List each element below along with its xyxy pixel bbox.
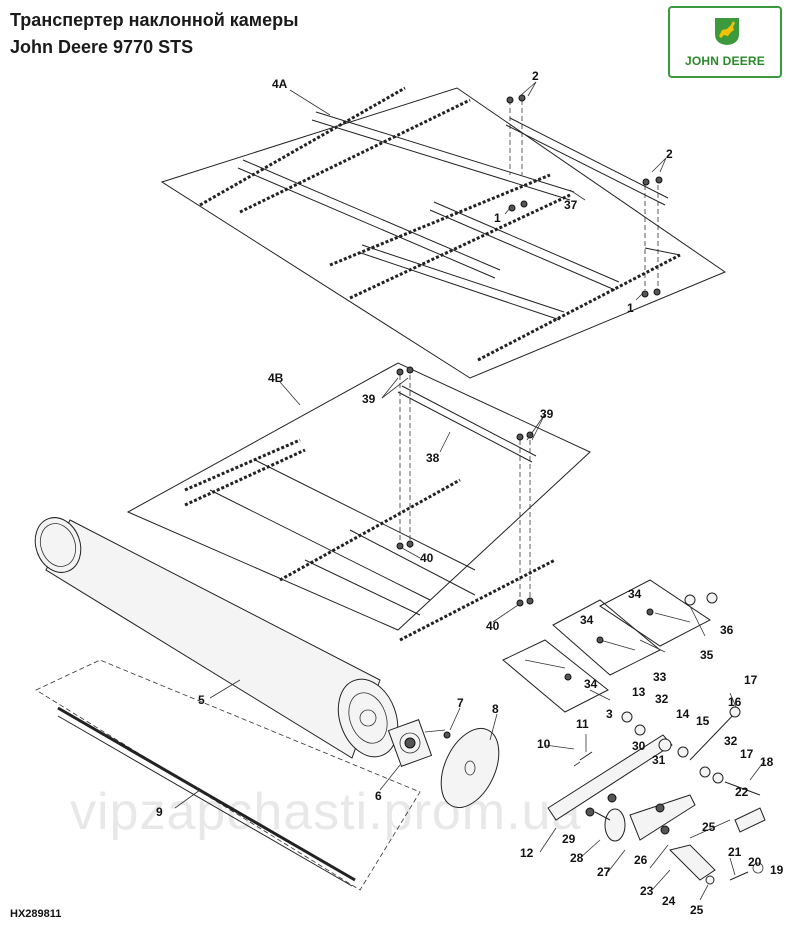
page-subtitle: John Deere 9770 STS <box>10 37 194 57</box>
callout-16: 16 <box>728 695 742 709</box>
callout-37: 37 <box>564 198 578 212</box>
callout-1: 1 <box>494 211 501 225</box>
callout-27: 27 <box>597 865 611 879</box>
callout-7: 7 <box>457 696 464 710</box>
callout-34: 34 <box>584 677 598 691</box>
deer-icon <box>715 18 739 45</box>
callout-26: 26 <box>634 853 648 867</box>
callout-29: 29 <box>562 832 576 846</box>
callout-19: 19 <box>770 863 784 877</box>
callout-18: 18 <box>760 755 774 769</box>
kit-boxes <box>502 579 718 713</box>
callout-4a: 4A <box>272 77 288 91</box>
leader-lines <box>174 81 766 901</box>
callout-28: 28 <box>570 851 584 865</box>
callout-40: 40 <box>420 551 434 565</box>
callout-10: 10 <box>537 737 551 751</box>
callout-13: 13 <box>632 685 646 699</box>
callouts: 4A 2 2 37 1 1 4B 39 39 38 40 40 5 9 7 8 … <box>156 69 784 917</box>
callout-5: 5 <box>198 693 205 707</box>
callout-14: 14 <box>676 707 690 721</box>
callout-32: 32 <box>655 692 669 706</box>
panel-4a <box>160 86 727 379</box>
callout-6: 6 <box>375 789 382 803</box>
tensioner-assembly <box>547 706 766 885</box>
callout-1: 1 <box>627 301 634 315</box>
callout-34: 34 <box>628 587 642 601</box>
callout-25: 25 <box>702 820 716 834</box>
john-deere-logo: JOHN DEERE <box>668 6 782 78</box>
callout-21: 21 <box>728 845 742 859</box>
callout-3: 3 <box>606 707 613 721</box>
callout-39: 39 <box>540 407 554 421</box>
logo-text: JOHN DEERE <box>684 54 766 68</box>
callout-2: 2 <box>666 147 673 161</box>
shaft-part <box>57 706 356 887</box>
drum-part <box>34 517 399 759</box>
callout-17: 17 <box>740 747 754 761</box>
callout-9: 9 <box>156 805 163 819</box>
callout-31: 31 <box>652 753 666 767</box>
callout-40: 40 <box>486 619 500 633</box>
watermark: vipzapchasti.prom.ua <box>70 783 582 841</box>
bearing-part <box>387 719 451 767</box>
disk-part <box>440 727 500 809</box>
callout-17: 17 <box>744 673 758 687</box>
callout-32: 32 <box>724 734 738 748</box>
callout-22: 22 <box>735 785 749 799</box>
figure-code: HX289811 <box>10 908 62 920</box>
callout-38: 38 <box>426 451 440 465</box>
callout-39: 39 <box>362 392 376 406</box>
callout-8: 8 <box>492 702 499 716</box>
callout-12: 12 <box>520 846 534 860</box>
callout-11: 11 <box>576 717 589 731</box>
callout-23: 23 <box>640 884 654 898</box>
callout-35: 35 <box>700 648 714 662</box>
callout-20: 20 <box>748 855 762 869</box>
callout-24: 24 <box>662 894 676 908</box>
callout-36: 36 <box>720 623 734 637</box>
callout-25: 25 <box>690 903 704 917</box>
callout-34: 34 <box>580 613 594 627</box>
page-title: Транспертер наклонной камеры <box>10 10 299 30</box>
callout-33: 33 <box>653 670 667 684</box>
panel-4b <box>126 362 591 642</box>
callout-30: 30 <box>632 739 646 753</box>
callout-15: 15 <box>696 714 710 728</box>
callout-4b: 4B <box>268 371 284 385</box>
callout-2: 2 <box>532 69 539 83</box>
